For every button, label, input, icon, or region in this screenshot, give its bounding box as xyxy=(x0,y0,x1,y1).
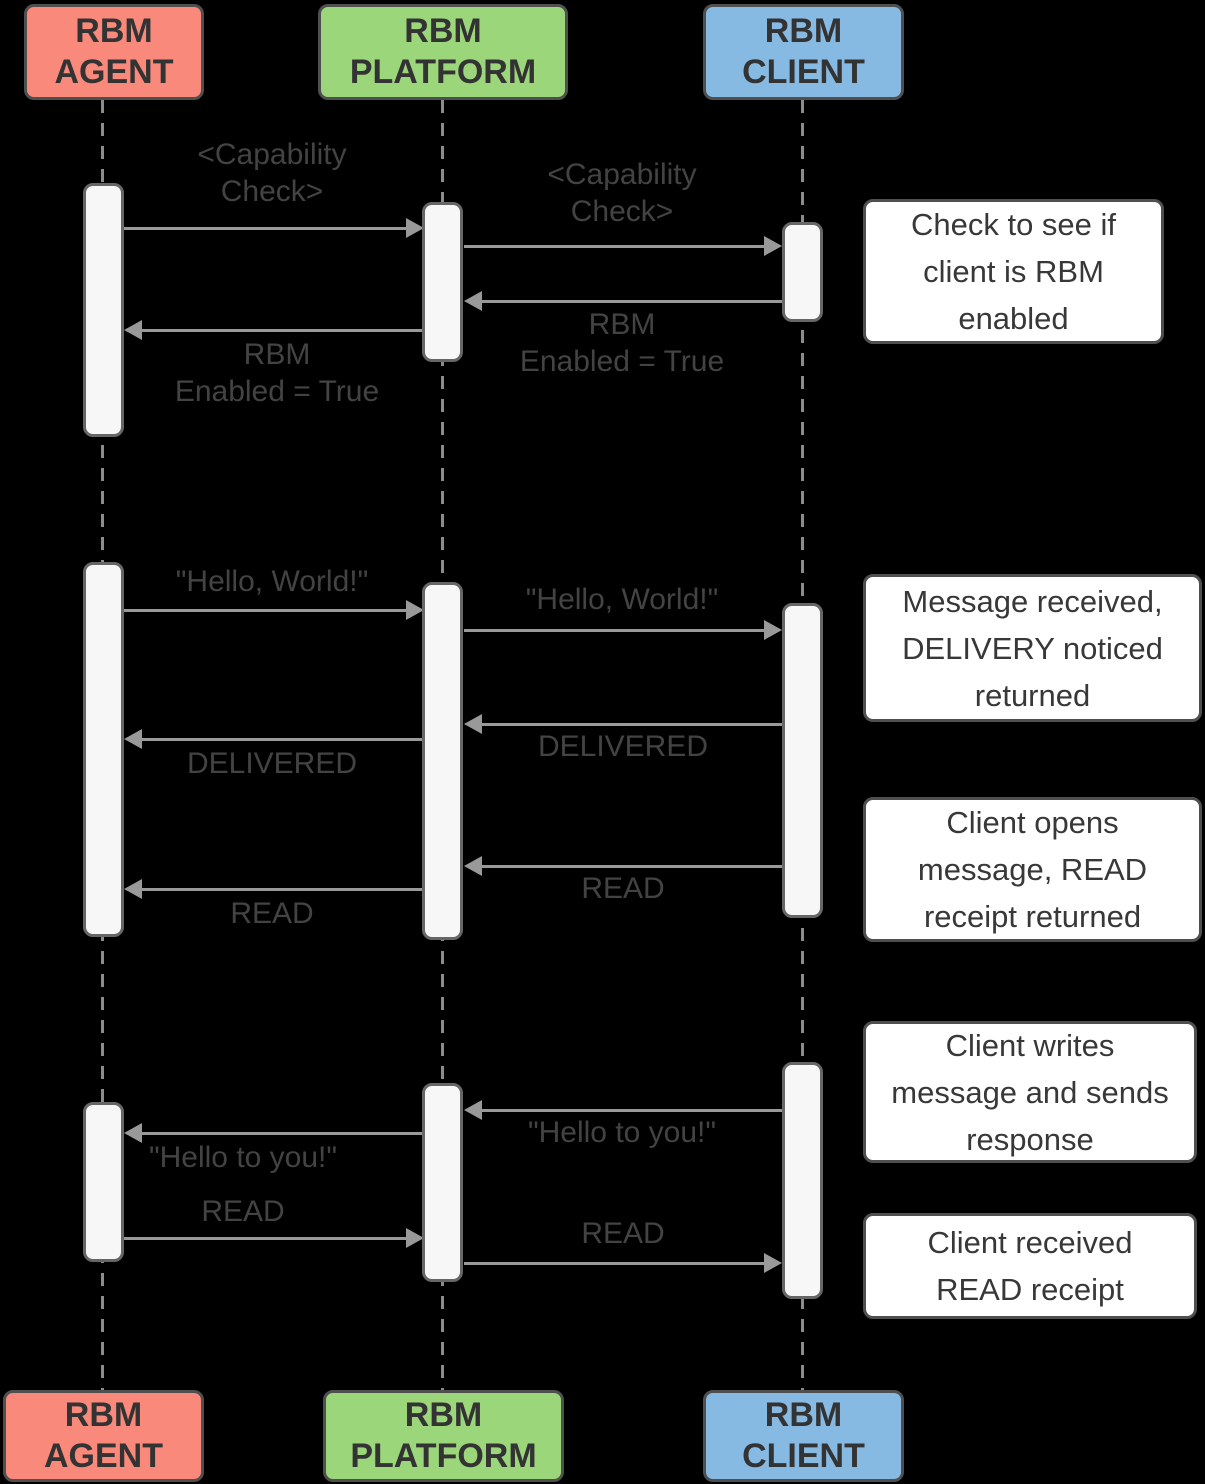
message-label: "Hello, World!" xyxy=(175,565,369,598)
message-arrow-line xyxy=(482,723,782,726)
note-text: Client writes message and sends response xyxy=(891,1027,1169,1157)
arrowhead-left-icon xyxy=(464,856,482,876)
actor-platform-top: RBM PLATFORM xyxy=(318,4,568,100)
message-label: "Hello to you!" xyxy=(527,1116,717,1149)
activation-agent-3 xyxy=(83,1102,124,1262)
activation-platform-1 xyxy=(422,202,463,362)
message-arrow-line xyxy=(482,1109,782,1112)
arrowhead-right-icon xyxy=(764,1253,782,1273)
message-label: READ xyxy=(581,872,665,905)
arrowhead-right-icon xyxy=(406,600,424,620)
note-capability-check: Check to see if client is RBM enabled xyxy=(863,199,1164,344)
message-label: DELIVERED xyxy=(186,747,358,780)
activation-agent-2 xyxy=(83,562,124,937)
message-arrow-line xyxy=(124,609,406,612)
message-arrow-line xyxy=(142,888,423,891)
message-arrow-line xyxy=(464,245,764,248)
message-label: "Hello, World!" xyxy=(525,583,719,616)
message-label: RBM Enabled = True xyxy=(519,308,725,378)
activation-client-3 xyxy=(782,1062,823,1299)
note-text: Message received, DELIVERY noticed retur… xyxy=(902,583,1163,713)
message-arrow-line xyxy=(482,865,782,868)
arrowhead-left-icon xyxy=(124,729,142,749)
arrowhead-left-icon xyxy=(464,291,482,311)
arrowhead-left-icon xyxy=(124,1123,142,1143)
arrowhead-right-icon xyxy=(406,218,424,238)
message-arrow-line xyxy=(464,629,764,632)
message-arrow-line xyxy=(124,1237,406,1240)
note-client-opens-message: Client opens message, READ receipt retur… xyxy=(863,797,1202,942)
message-arrow-line xyxy=(124,227,406,230)
message-label: READ xyxy=(201,1195,285,1228)
activation-client-1 xyxy=(782,222,823,322)
message-arrow-line xyxy=(142,1132,423,1135)
note-text: Check to see if client is RBM enabled xyxy=(910,207,1117,336)
message-arrow-line xyxy=(142,738,423,741)
actor-agent-top: RBM AGENT xyxy=(24,4,204,100)
arrowhead-left-icon xyxy=(464,1100,482,1120)
actor-platform-bottom: RBM PLATFORM xyxy=(323,1390,564,1482)
actor-agent-bottom: RBM AGENT xyxy=(3,1390,204,1482)
note-client-writes-response: Client writes message and sends response xyxy=(863,1021,1197,1163)
activation-client-2 xyxy=(782,603,823,918)
arrowhead-right-icon xyxy=(764,620,782,640)
actor-client-bottom: RBM CLIENT xyxy=(703,1390,904,1482)
arrowhead-left-icon xyxy=(124,879,142,899)
actor-client-top: RBM CLIENT xyxy=(703,4,904,100)
arrowhead-right-icon xyxy=(764,236,782,256)
message-label: READ xyxy=(581,1217,665,1250)
arrowhead-left-icon xyxy=(464,714,482,734)
message-label: RBM Enabled = True xyxy=(174,338,380,408)
message-arrow-line xyxy=(482,300,782,303)
activation-agent-1 xyxy=(83,183,124,437)
activation-platform-3 xyxy=(422,1083,463,1282)
note-text: Client opens message, READ receipt retur… xyxy=(917,805,1148,934)
message-arrow-line xyxy=(464,1262,764,1265)
note-message-received: Message received, DELIVERY noticed retur… xyxy=(863,574,1202,722)
message-label: "Hello to you!" xyxy=(148,1141,338,1174)
note-text: Client received READ receipt xyxy=(927,1225,1133,1307)
message-arrow-line xyxy=(142,329,423,332)
arrowhead-left-icon xyxy=(124,320,142,340)
note-client-received-read: Client received READ receipt xyxy=(863,1213,1197,1319)
message-label: <Capability Check> xyxy=(547,158,697,228)
arrowhead-right-icon xyxy=(406,1228,424,1248)
message-label: DELIVERED xyxy=(537,730,709,763)
message-label: <Capability Check> xyxy=(197,138,347,208)
message-label: READ xyxy=(230,897,314,930)
activation-platform-2 xyxy=(422,582,463,940)
